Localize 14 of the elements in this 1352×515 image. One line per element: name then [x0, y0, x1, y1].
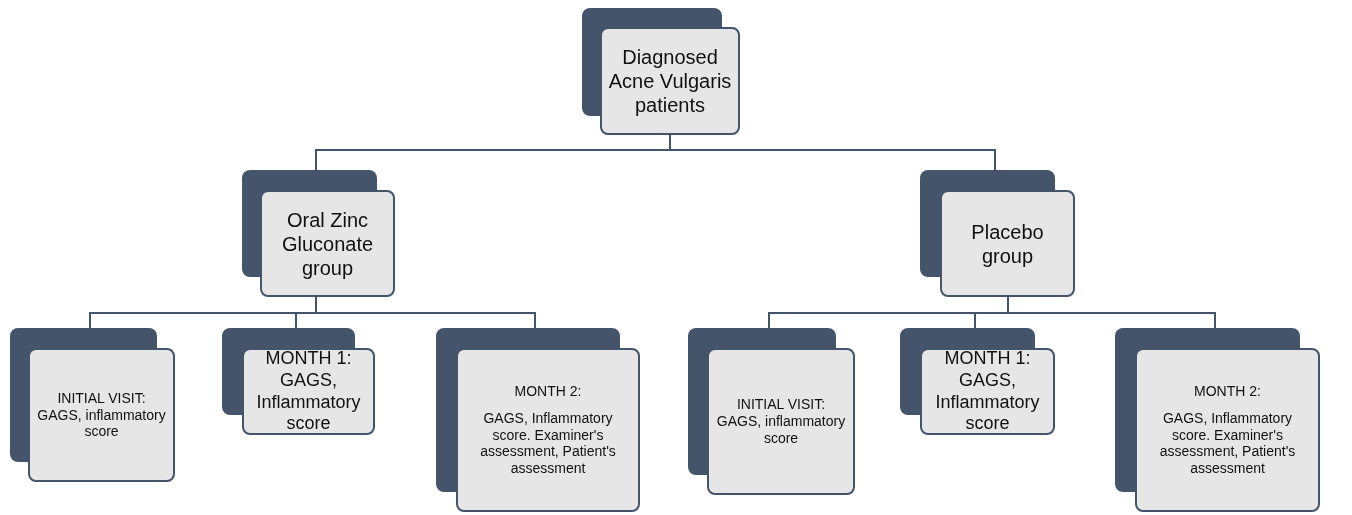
node-text: Placebo group	[970, 219, 1045, 268]
node-text: Diagnosed Acne Vulgaris patients	[608, 45, 732, 117]
node-text: INITIAL VISIT: GAGS, inflammatory score	[715, 396, 847, 447]
connector-line	[669, 134, 996, 171]
node-text: MONTH 1: GAGS, Inflammatory score	[255, 348, 362, 435]
node-text: GAGS, Inflammatory score. Examiner's assessment, Patient's assessment	[479, 409, 617, 477]
node-text: MONTH 2:	[1194, 383, 1261, 400]
node-text: Oral Zinc Gluconate group	[280, 207, 375, 280]
node-text: INITIAL VISIT: GAGS, inflammatory score	[36, 389, 167, 441]
node-text: MONTH 2:	[514, 383, 582, 400]
node-text: GAGS, Inflammatory score. Examiner's assessment, Patient's assessment	[1158, 409, 1297, 477]
connector-line	[315, 296, 536, 329]
node-text: MONTH 1: GAGS, Inflammatory score	[934, 348, 1041, 435]
connector-line	[1007, 296, 1216, 329]
